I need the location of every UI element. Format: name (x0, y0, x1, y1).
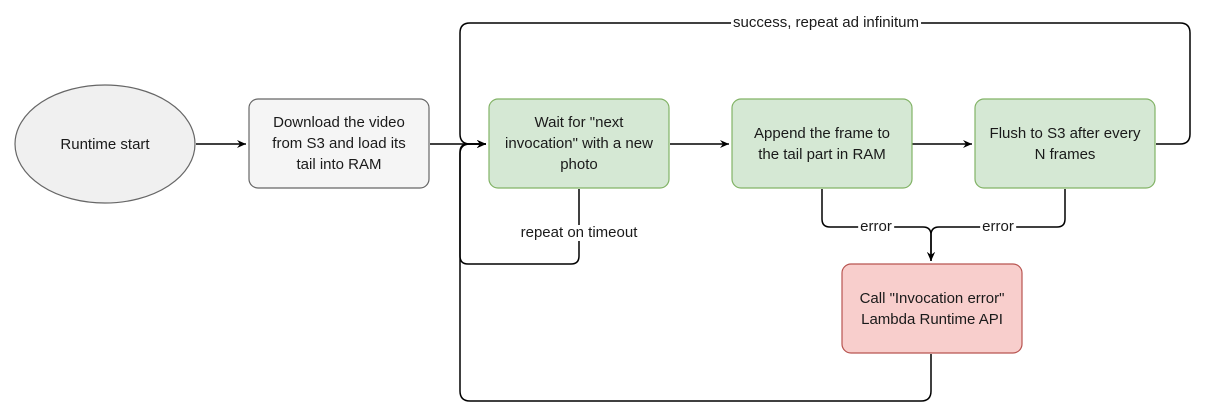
edge-label-flush-error: error (980, 218, 1016, 235)
node-wait: Wait for "next invocation" with a new ph… (505, 114, 653, 173)
node-flush: Flush to S3 after every N frames (989, 124, 1141, 163)
edge-label-append-error: error (858, 218, 894, 235)
node-runtime-start: Runtime start (60, 135, 150, 153)
node-flush-shape (974, 98, 1156, 189)
node-append: Append the frame to the tail part in RAM (754, 124, 890, 163)
node-download: Download the video from S3 and load its … (272, 114, 406, 173)
node-wait-shape (488, 98, 670, 189)
node-error-call: Call "Invocation error" Lambda Runtime A… (859, 289, 1005, 328)
node-download-shape (248, 98, 430, 189)
edge-error-to-wait (459, 140, 932, 402)
node-error-call-shape (841, 263, 1023, 354)
node-runtime-start-shape (14, 84, 196, 204)
node-append-shape (731, 98, 913, 189)
edge-label-success-loop: success, repeat ad infinitum (731, 14, 921, 31)
edge-label-timeout-loop: repeat on timeout (518, 224, 640, 241)
